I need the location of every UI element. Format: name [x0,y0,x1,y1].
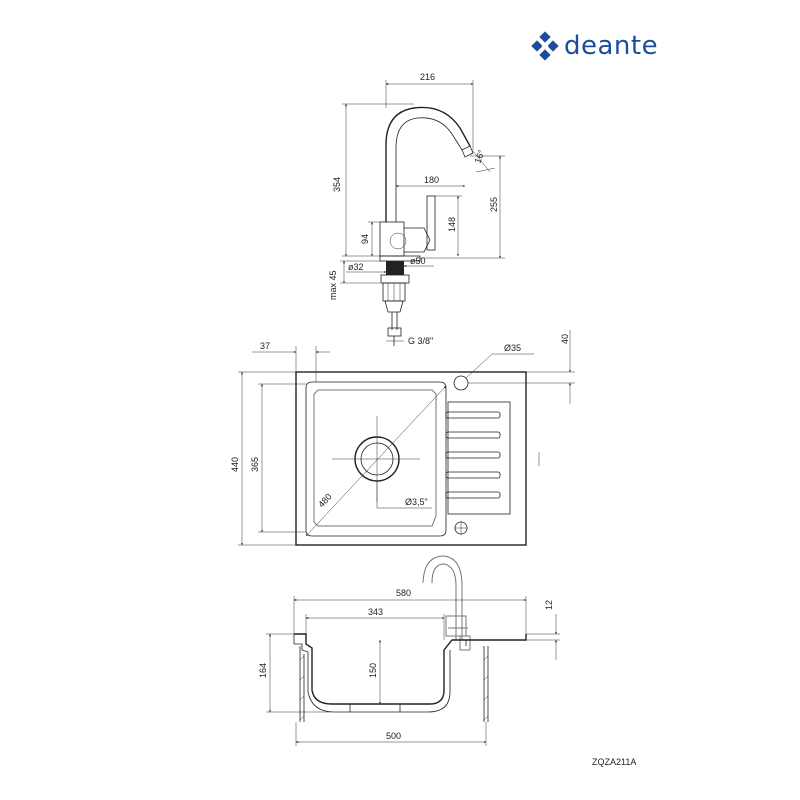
faucet-nut [380,274,410,284]
deante-logo-icon [531,31,559,61]
sink-profile-inner [294,643,451,713]
faucet-ghost [422,555,463,640]
dim-hole-diameter: ø32 [348,262,364,272]
faucet-cartridge [389,232,407,250]
faucet-lever-joint [404,227,431,253]
faucet-body [379,221,405,257]
brand-name: deante [564,31,659,61]
tap-hole [453,375,469,391]
dim-tap-hole-diameter: Ø35 [504,343,521,353]
faucet-lever [426,195,436,251]
sink-side-section: 580 343 12 164 150 500 [258,555,560,746]
dim-total-width: 580 [396,588,411,598]
dim-sink-depth: 440 [230,457,240,472]
faucet-spout-outer [385,106,471,222]
dim-spout-angle: 16° [472,148,486,165]
product-code: ZQZA211A [592,757,637,767]
dim-handle-height: 148 [447,217,457,232]
sink-top-view: 480 440 365 37 [230,330,575,546]
dim-edge-offset: 37 [260,341,270,351]
sink-outline [295,371,527,546]
hose-connector [387,327,402,337]
dim-thickness: 12 [544,600,554,610]
drainer-grooves [445,411,501,499]
faucet-spout-inner [395,117,463,222]
faucet-elevation: 216 354 180 255 148 94 16° ø50 ø32 [328,72,505,346]
dim-bowl-height: 150 [368,663,378,678]
dim-deck-thickness: max 45 [328,270,338,300]
dim-bowl-depth: 365 [250,457,260,472]
dim-drain-size: Ø3,5" [405,497,428,507]
dim-diagonal: 480 [316,492,334,510]
faucet-aerator [461,145,474,158]
dim-spout-height: 255 [489,197,499,212]
sink-profile-outer [294,633,527,705]
dim-faucet-width: 216 [420,72,435,82]
dim-faucet-height: 354 [332,177,342,192]
dim-body-height: 94 [360,234,370,244]
brand-logo: deante [530,30,658,62]
dim-connection: G 3/8" [408,336,433,346]
dim-bowl-width: 343 [368,607,383,617]
faucet-shank-thread [386,261,404,275]
dim-tap-hole-offset: 40 [560,334,570,344]
dim-spout-reach: 180 [424,175,439,185]
dim-cabinet-width: 500 [386,731,401,741]
dim-sink-height: 164 [258,663,268,678]
dim-base-diameter: ø50 [410,256,426,266]
